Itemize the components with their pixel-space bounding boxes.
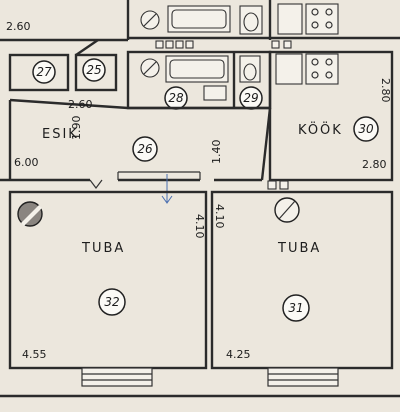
washbasin-icon bbox=[203, 85, 227, 101]
hallway bbox=[0, 98, 272, 189]
kitchen-stove-icon bbox=[305, 53, 339, 85]
vent-blocks-top bbox=[155, 40, 292, 49]
room-number-30: 30 bbox=[358, 122, 374, 136]
dimension-hall-width: 2.60 bbox=[68, 98, 93, 111]
room-label-kitchen: KÖÖK bbox=[298, 121, 343, 138]
pen-arrow-mark bbox=[161, 174, 173, 204]
room-number-27-circle bbox=[32, 60, 56, 84]
room-label-living-right: TUBA bbox=[277, 241, 321, 256]
room-number-29: 29 bbox=[243, 91, 258, 105]
window-left bbox=[81, 367, 153, 387]
room-number-26: 26 bbox=[137, 142, 153, 156]
dimension-corridor-height: 1.40 bbox=[210, 140, 223, 165]
bathroom-block bbox=[126, 50, 272, 110]
dimension-kitchen-height: 2.80 bbox=[379, 78, 392, 103]
room-label-entrance: ESIK bbox=[42, 127, 79, 142]
kitchen bbox=[268, 50, 394, 182]
room-number-30-circle bbox=[353, 116, 379, 142]
room-number-25-circle bbox=[82, 58, 106, 82]
window-right bbox=[267, 367, 339, 387]
room-number-25: 25 bbox=[86, 63, 101, 77]
room-number-31: 31 bbox=[288, 301, 303, 315]
top-strip bbox=[0, 0, 400, 49]
room-number-32: 32 bbox=[104, 295, 119, 309]
room-number-31-circle bbox=[282, 294, 310, 322]
dimension-hall-height: 1.90 bbox=[70, 116, 83, 141]
kitchen-sink-icon bbox=[275, 53, 303, 85]
dimension-right-room-width: 4.25 bbox=[226, 348, 251, 361]
dimension-top-left: 2.60 bbox=[6, 20, 31, 33]
storage-rooms bbox=[8, 39, 118, 92]
sink-icon bbox=[277, 3, 303, 35]
living-room-right bbox=[210, 180, 394, 387]
room-label-living-left: TUBA bbox=[81, 241, 125, 256]
room-number-28: 28 bbox=[168, 91, 184, 105]
room-number-26-circle bbox=[132, 136, 158, 162]
dimension-left-wall: 6.00 bbox=[14, 156, 39, 169]
room-number-27: 27 bbox=[36, 65, 52, 79]
stove-icon bbox=[305, 3, 339, 35]
living-room-left bbox=[8, 190, 208, 387]
dimension-left-room-height: 4.10 bbox=[193, 214, 206, 239]
dimension-kitchen-width: 2.80 bbox=[362, 158, 387, 171]
vent-block-b bbox=[279, 180, 289, 190]
dimension-left-room-width: 4.55 bbox=[22, 348, 47, 361]
dimension-right-room-height: 4.10 bbox=[213, 204, 226, 229]
room-number-32-circle bbox=[98, 288, 126, 316]
vent-block-a bbox=[267, 180, 277, 190]
